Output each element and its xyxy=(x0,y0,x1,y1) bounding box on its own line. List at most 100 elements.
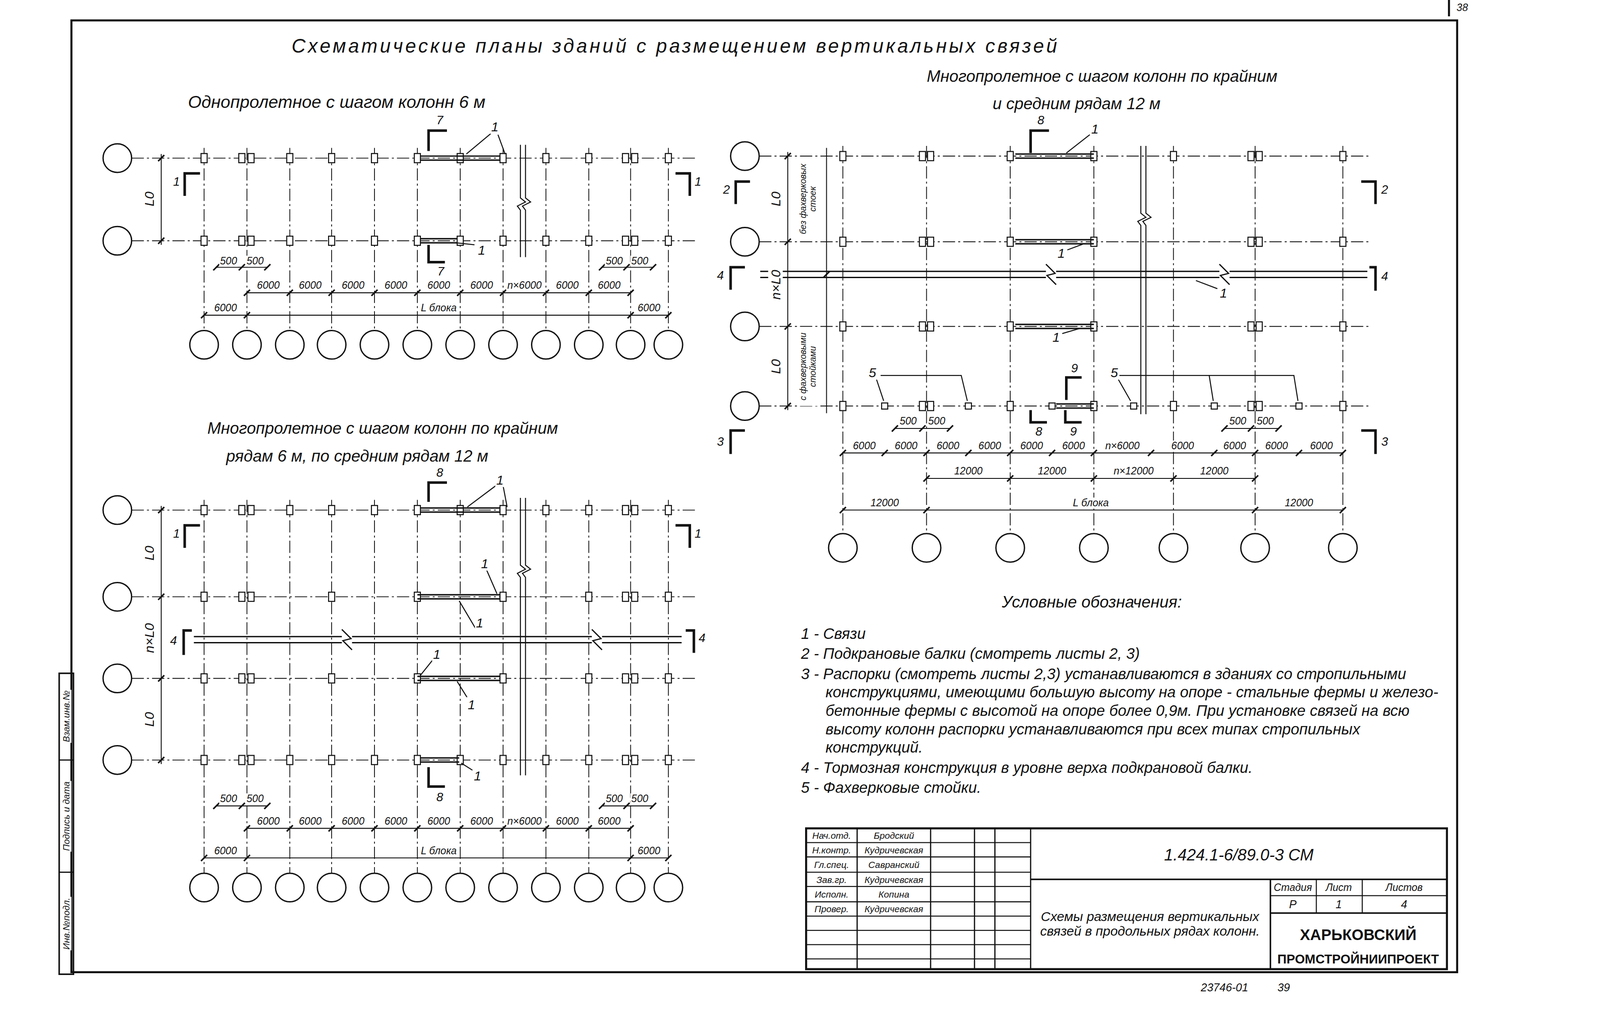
callout-number: 1 xyxy=(1056,245,1066,261)
table-cell: Стадия xyxy=(1272,882,1313,894)
axis-line xyxy=(842,145,844,534)
dimension-value: n×6000 xyxy=(1104,440,1141,452)
break-symbol xyxy=(341,629,352,650)
axis-bubble xyxy=(360,873,390,902)
section-mark: 3 xyxy=(716,435,726,449)
section-mark: 2 xyxy=(1380,183,1390,197)
section-mark: 8 xyxy=(435,790,445,804)
axis-bubble xyxy=(446,873,475,902)
dimension-line xyxy=(160,505,162,764)
column xyxy=(665,505,672,515)
dimension-line xyxy=(204,857,669,859)
column xyxy=(248,755,255,765)
axis-bubble xyxy=(828,533,858,563)
dimension-tick xyxy=(623,264,630,271)
axis-line xyxy=(289,500,291,874)
column xyxy=(328,755,335,765)
vertical-bracing xyxy=(420,155,501,157)
title-block-line xyxy=(856,828,858,969)
axis-bubble xyxy=(531,330,561,360)
dimension-tick xyxy=(823,271,830,278)
vertical-bracing xyxy=(1056,407,1094,409)
dimension-value: 6000 xyxy=(213,302,238,314)
legend-item: 4 - Тормозная конструкция в уровне верха… xyxy=(801,758,1450,778)
dimension-value: 500 xyxy=(1228,416,1248,428)
column xyxy=(919,151,926,161)
dimension-tick xyxy=(1339,449,1346,456)
plan-title: Однопролетное с шагом колонн 6 м xyxy=(186,92,487,112)
dimension-tick xyxy=(238,264,245,271)
axis-bubble xyxy=(730,227,760,256)
axis-bubble xyxy=(189,330,219,360)
vertical-bracing xyxy=(1015,323,1094,325)
break-line xyxy=(1137,145,1146,415)
dimension-tick xyxy=(784,238,791,245)
callout-number: 1 xyxy=(490,119,500,134)
dimension-value: 6000 xyxy=(1061,440,1086,452)
dimension-value: 6000 xyxy=(1264,440,1289,452)
callout-number: 1 xyxy=(495,472,505,487)
dimension-tick xyxy=(923,507,930,514)
dimension-value: n×L0 xyxy=(768,268,783,301)
column xyxy=(248,236,255,246)
dimension-tick xyxy=(1007,449,1014,456)
dimension-value: L0 xyxy=(141,190,157,208)
dimension-value: 6000 xyxy=(340,280,366,292)
dimension-value: 6000 xyxy=(1309,440,1334,452)
break-line xyxy=(1142,145,1151,415)
column xyxy=(1090,401,1097,411)
section-mark xyxy=(428,767,445,787)
section-mark: 1 xyxy=(171,175,181,189)
dimension-tick xyxy=(947,425,954,432)
axis-bubble xyxy=(574,330,604,360)
column xyxy=(286,755,294,765)
dimension-value: 500 xyxy=(219,255,238,267)
column xyxy=(371,755,378,765)
title-block-line xyxy=(805,871,1031,873)
dimension-tick xyxy=(500,824,507,832)
section-mark xyxy=(1361,430,1376,455)
column xyxy=(328,236,335,246)
section-mark xyxy=(1369,267,1376,291)
dimension-value: 6000 xyxy=(383,280,409,292)
section-mark: 4 xyxy=(697,630,707,645)
vertical-bracing xyxy=(1015,327,1094,329)
column xyxy=(500,236,507,246)
axis-line xyxy=(203,500,205,874)
column xyxy=(631,755,638,765)
column xyxy=(631,153,638,163)
title-block-line xyxy=(1269,879,1272,970)
dimension-tick xyxy=(649,264,657,271)
column xyxy=(371,236,378,246)
column xyxy=(622,236,629,246)
axis-bubble xyxy=(1159,533,1188,563)
column xyxy=(919,321,926,332)
column xyxy=(457,153,464,163)
column xyxy=(1256,401,1263,411)
column xyxy=(1090,321,1097,332)
column xyxy=(927,321,934,332)
callout-number: 1 xyxy=(1051,329,1061,344)
break-line xyxy=(517,497,526,776)
dimension-tick xyxy=(627,312,634,319)
column xyxy=(371,505,378,515)
dimension-value: L0 xyxy=(141,544,157,562)
wall-line xyxy=(759,276,1368,279)
column xyxy=(1248,236,1255,247)
dimension-tick xyxy=(1339,507,1346,514)
column xyxy=(1256,321,1263,332)
title-block-name: Копина xyxy=(877,889,910,900)
dimension-tick xyxy=(1221,425,1228,432)
axis-bubble xyxy=(317,330,347,360)
section-mark: 9 xyxy=(1069,424,1078,439)
sheet-tab xyxy=(1447,0,1451,17)
stamp-label: Инв.№подл. xyxy=(61,896,72,951)
dimension-tick xyxy=(784,402,791,409)
section-mark: 4 xyxy=(716,268,726,283)
dimension-value: 6000 xyxy=(297,815,323,827)
axis-bubble xyxy=(103,664,132,693)
dimension-value: 500 xyxy=(630,255,650,267)
axis-line xyxy=(588,500,590,874)
column xyxy=(201,673,208,684)
dimension-value: 6000 xyxy=(340,815,366,827)
